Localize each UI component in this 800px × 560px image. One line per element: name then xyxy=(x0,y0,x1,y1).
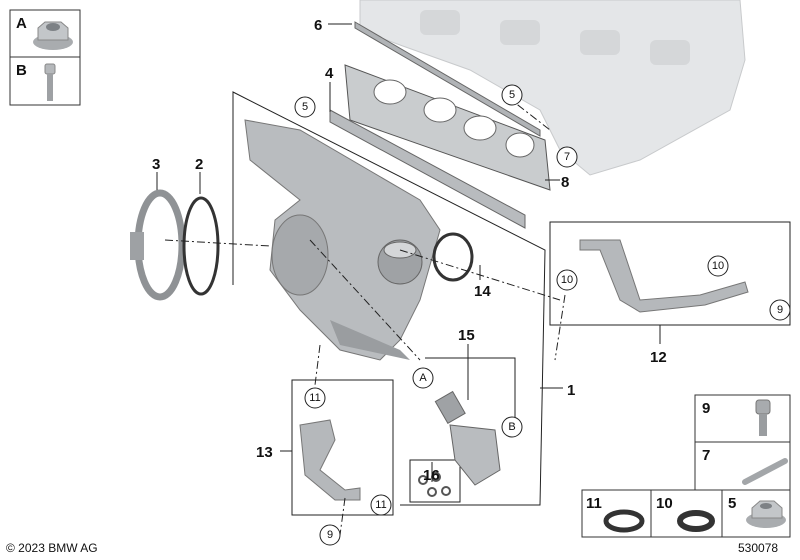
callout-11: 11 xyxy=(375,499,386,511)
label-16: 16 xyxy=(423,467,440,484)
label-1: 1 xyxy=(567,382,575,399)
heat-shield-strip-illustration xyxy=(329,109,526,229)
sealing-ring-illustration xyxy=(182,196,220,296)
legend-label-b: B xyxy=(16,62,27,79)
flange-nut-5-icon xyxy=(746,500,786,528)
legend-label-9: 9 xyxy=(702,400,710,417)
flange-nut-icon xyxy=(33,21,73,50)
group-box-12 xyxy=(549,221,791,326)
label-6: 6 xyxy=(314,17,322,34)
legend-label-a: A xyxy=(16,15,27,32)
callout-a: A xyxy=(419,372,427,384)
legend-label-11: 11 xyxy=(586,495,602,512)
callout-9: 9 xyxy=(327,529,333,541)
gasket-illustration xyxy=(344,64,551,191)
legend-label-10: 10 xyxy=(656,495,673,512)
group-box-16 xyxy=(409,459,461,503)
wastegate-actuator-illustration xyxy=(434,390,501,486)
legend-box-right: 9 7 11 10 5 xyxy=(581,394,791,538)
v-band-clamp-illustration xyxy=(130,189,186,301)
legend-label-5: 5 xyxy=(728,495,736,512)
label-14: 14 xyxy=(474,283,491,300)
oil-return-line-illustration xyxy=(299,419,361,501)
cylinder-head-illustration xyxy=(359,0,746,176)
callout-5: 5 xyxy=(302,101,308,113)
callout-11: 11 xyxy=(309,392,320,404)
label-12: 12 xyxy=(650,349,667,366)
assembly-outline-1 xyxy=(232,91,546,506)
legend-label-7: 7 xyxy=(702,447,710,464)
callout-10: 10 xyxy=(561,274,573,286)
oil-line-illustration xyxy=(579,239,749,313)
o-ring-11-icon xyxy=(603,509,645,533)
copyright: © 2023 BMW AG xyxy=(6,541,98,555)
label-8: 8 xyxy=(561,174,569,191)
sealing-ring-14-illustration xyxy=(432,232,474,282)
label-2: 2 xyxy=(195,156,203,173)
label-3: 3 xyxy=(152,156,160,173)
label-15: 15 xyxy=(458,327,475,344)
stud-icon xyxy=(742,458,788,485)
callout-5: 5 xyxy=(509,89,515,101)
screw-icon xyxy=(755,399,771,436)
callout-7: 7 xyxy=(564,151,570,163)
callout-10: 10 xyxy=(712,260,724,272)
callout-b: B xyxy=(508,421,515,433)
callout-9: 9 xyxy=(777,304,783,316)
label-4: 4 xyxy=(325,65,334,82)
leader-lines xyxy=(156,23,661,482)
bolt-icon xyxy=(44,63,56,101)
callout-circles xyxy=(294,84,791,546)
diagram-id: 530078 xyxy=(738,541,779,555)
bracket-15 xyxy=(425,357,516,418)
label-13: 13 xyxy=(256,444,273,461)
strip-6-illustration xyxy=(354,21,541,137)
legend-box-left: A B xyxy=(9,9,81,106)
exhaust-manifold-turbocharger-illustration xyxy=(244,119,441,361)
o-ring-10-icon xyxy=(677,510,715,532)
